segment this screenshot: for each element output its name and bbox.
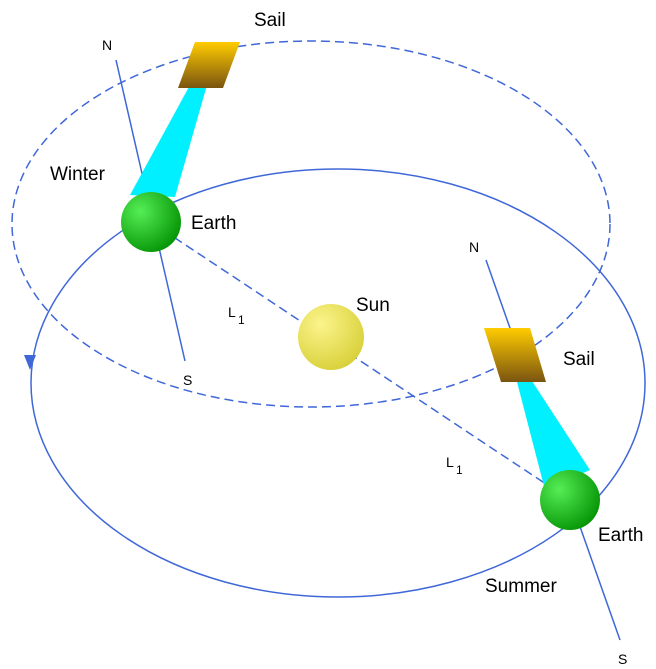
winter-orbit xyxy=(11,40,611,408)
label-south-summer: S xyxy=(618,651,627,667)
summer-orbit xyxy=(30,168,646,598)
sail-summer xyxy=(484,328,546,382)
label-l1-summer: L 1 xyxy=(446,454,463,477)
label-south-winter: S xyxy=(183,372,192,388)
sail-winter xyxy=(178,42,240,88)
label-sail-winter: Sail xyxy=(254,10,286,31)
label-north-summer: N xyxy=(469,239,479,255)
label-l1-winter: L 1 xyxy=(228,304,245,327)
svg-text:1: 1 xyxy=(238,313,245,327)
earth-winter xyxy=(121,192,181,252)
sun xyxy=(298,304,364,370)
label-sun: Sun xyxy=(356,295,390,316)
label-north-winter: N xyxy=(102,37,112,53)
label-earth-summer: Earth xyxy=(598,525,643,546)
orbit-direction-arrow xyxy=(24,355,36,370)
earth-summer xyxy=(540,470,600,530)
label-winter: Winter xyxy=(50,164,106,185)
label-sail-summer: Sail xyxy=(563,349,595,370)
svg-text:1: 1 xyxy=(456,463,463,477)
winter-sail-beam xyxy=(130,85,207,197)
summer-sail-beam xyxy=(516,378,590,490)
svg-text:L: L xyxy=(446,454,454,470)
svg-text:L: L xyxy=(228,304,236,320)
label-summer: Summer xyxy=(485,576,557,597)
label-earth-winter: Earth xyxy=(191,213,236,234)
